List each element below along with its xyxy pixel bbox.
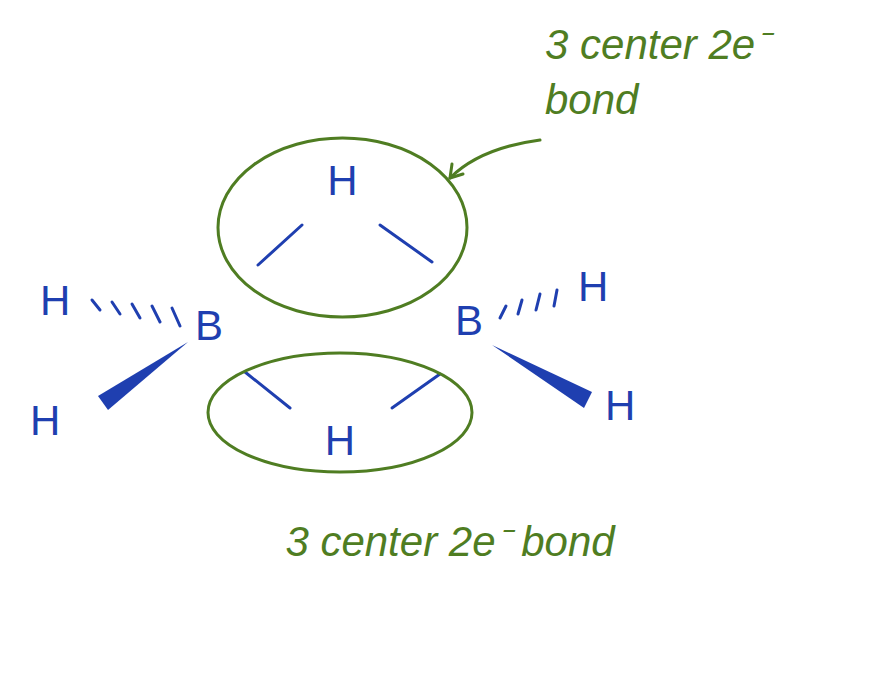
atom-label: H [30, 400, 60, 442]
bond-ellipse: H [215, 135, 470, 320]
atom-label: H [578, 266, 608, 308]
atom-label: H [325, 420, 355, 462]
bond-note: 3 center 2e⁻ bond [545, 18, 775, 127]
atom-label: H [327, 160, 357, 202]
atom-label: H [40, 280, 70, 322]
atom-label: H [605, 385, 635, 427]
bond-ellipse: H [205, 350, 475, 475]
atom-label: B [455, 300, 483, 342]
atom-label: B [195, 305, 223, 347]
bond-note: 3 center 2e⁻ bond [280, 515, 620, 570]
